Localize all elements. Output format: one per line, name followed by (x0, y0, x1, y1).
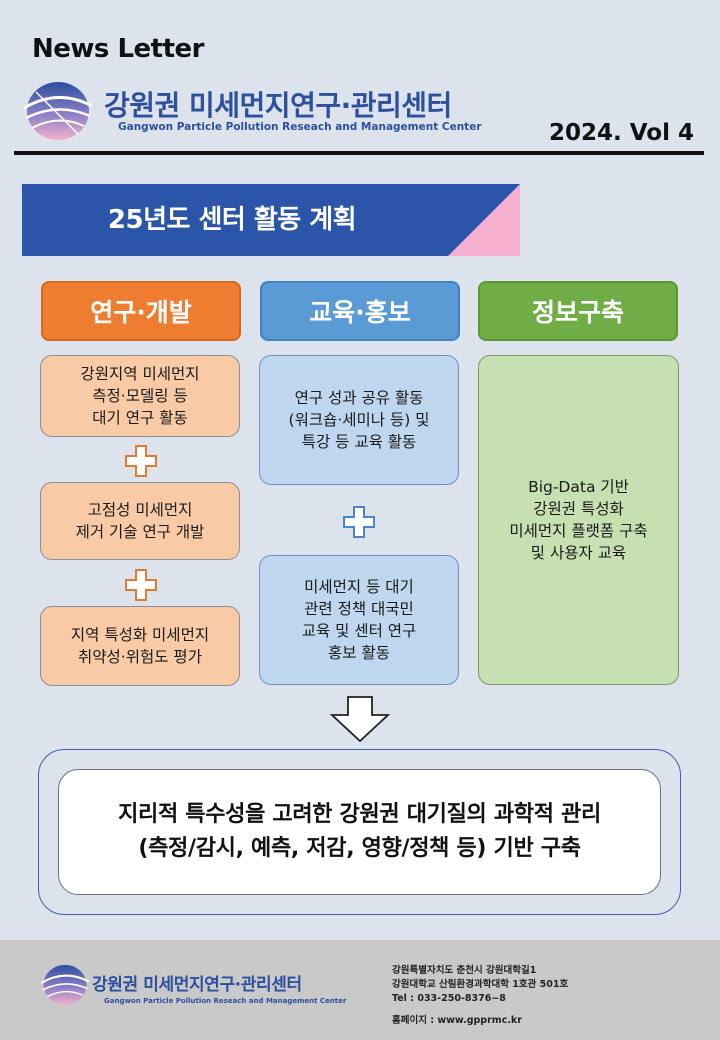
plus-icon (125, 569, 157, 601)
newsletter-label: News Letter (32, 34, 204, 64)
summary-box: 지리적 특수성을 고려한 강원권 대기질의 과학적 관리 (측정/감시, 예측,… (58, 769, 661, 895)
category-education-pr: 교육·홍보 (260, 281, 460, 341)
summary-line-1: 지리적 특수성을 고려한 강원권 대기질의 과학적 관리 (118, 802, 601, 827)
org-name-ko: 강원권 미세먼지연구·관리센터 (104, 89, 452, 122)
banner-corner-accent (448, 184, 520, 256)
category-info-building: 정보구축 (478, 281, 678, 341)
center-logo-icon (23, 82, 93, 140)
down-arrow-icon (329, 696, 391, 743)
footer-org-name-ko: 강원권 미세먼지연구·관리센터 (92, 975, 302, 995)
info-item: Big-Data 기반 강원권 특성화 미세먼지 플랫폼 구축 및 사용자 교육 (478, 355, 679, 685)
footer-website-link[interactable]: 홈페이지 : www.gpprmc.kr (392, 1015, 522, 1026)
footer-telephone: Tel : 033-250-8376~8 (392, 993, 506, 1004)
summary-line-2: (측정/감시, 예측, 저감, 영향/정책 등) 기반 구축 (138, 836, 581, 861)
category-research-dev: 연구·개발 (41, 281, 241, 341)
footer-address-line-1: 강원특별자치도 춘천시 강원대학길1 (392, 965, 537, 976)
research-item: 강원지역 미세먼지 측정·모델링 등 대기 연구 활동 (40, 355, 240, 437)
education-item: 연구 성과 공유 활동 (워크숍·세미나 등) 및 특강 등 교육 활동 (259, 355, 459, 485)
volume-label: 2024. Vol 4 (549, 120, 694, 146)
footer (0, 940, 720, 1040)
education-item: 미세먼지 등 대기 관련 정책 대국민 교육 및 센터 연구 홍보 활동 (259, 555, 459, 685)
section-banner (22, 184, 520, 256)
research-item: 고점성 미세먼지 제거 기술 연구 개발 (40, 482, 240, 560)
footer-address-line-2: 강원대학교 산림환경과학대학 1호관 501호 (392, 979, 569, 990)
plus-icon (343, 506, 375, 538)
section-title: 25년도 센터 활동 계획 (107, 205, 357, 235)
header-divider (14, 151, 704, 155)
plus-icon (125, 445, 157, 477)
org-name-en: Gangwon Particle Pollution Reseach and M… (118, 121, 482, 133)
footer-org-name-en: Gangwon Particle Pollution Reseach and M… (104, 997, 347, 1005)
research-item: 지역 특성화 미세먼지 취약성·위험도 평가 (40, 606, 240, 686)
footer-logo-icon (40, 964, 90, 1006)
